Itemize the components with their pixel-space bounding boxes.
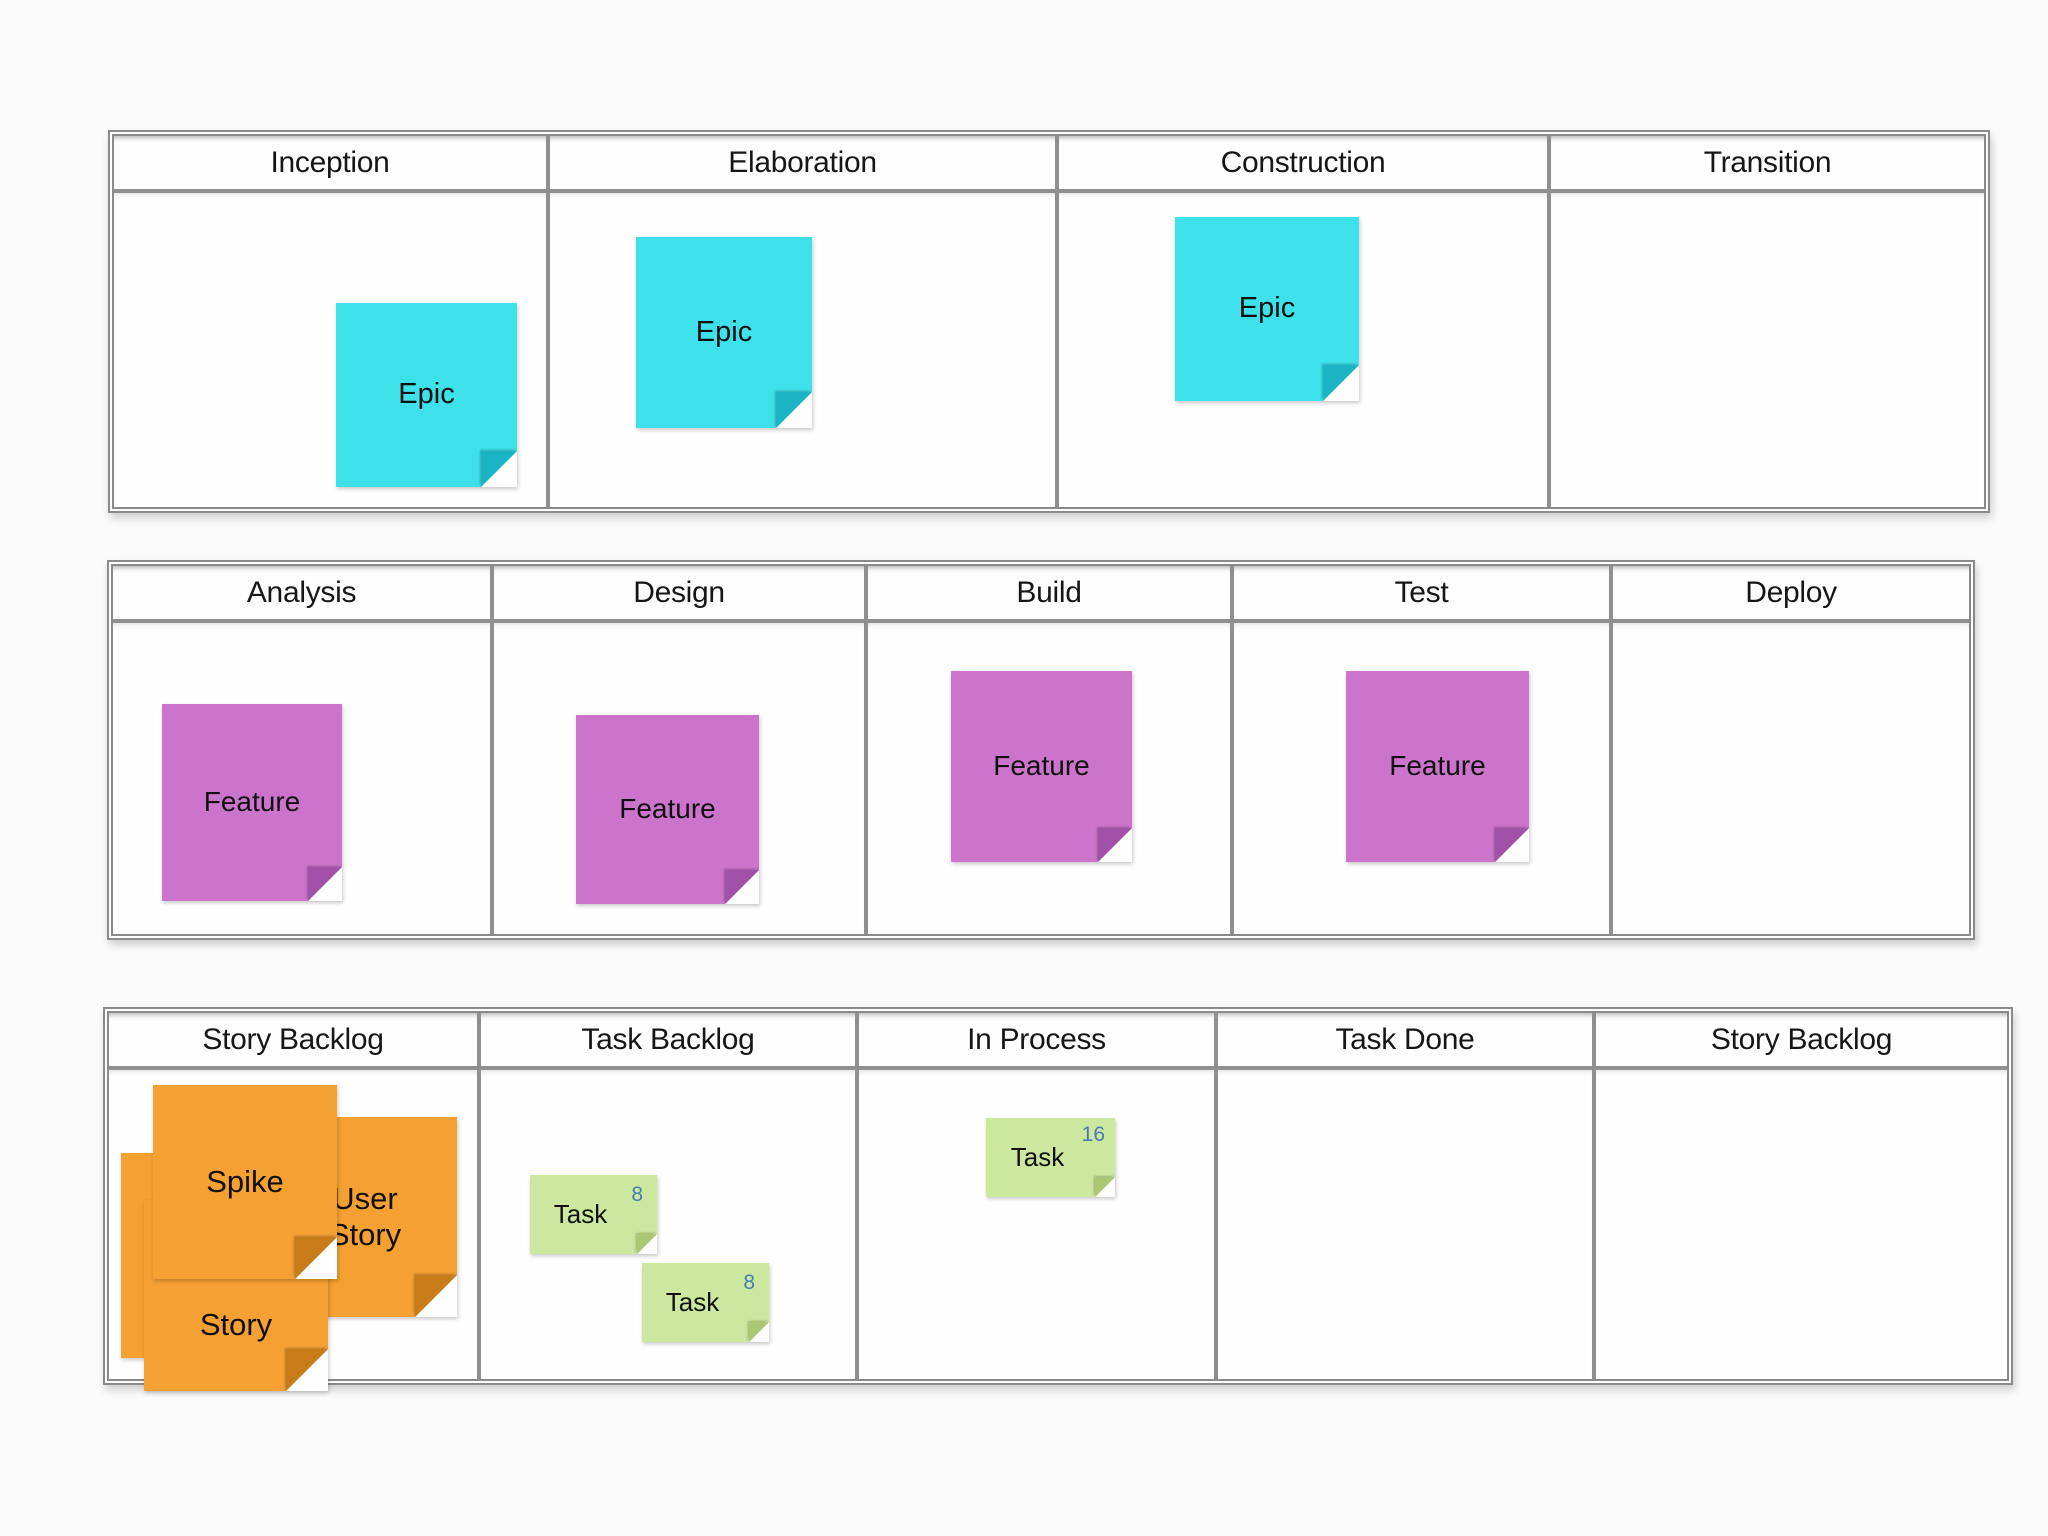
column-transition: Transition xyxy=(1547,136,1984,507)
note-task-backlog-2[interactable]: Task 8 xyxy=(642,1263,769,1342)
note-feature-build[interactable]: Feature xyxy=(951,671,1132,862)
column-header-in-process: In Process xyxy=(859,1013,1214,1070)
board-phases: Inception Elaboration Construction Trans… xyxy=(108,130,1990,513)
task-points-badge: 16 xyxy=(1081,1123,1105,1146)
column-body-story-backlog-right xyxy=(1596,1070,2007,1379)
task-points-badge: 8 xyxy=(631,1183,643,1206)
note-label: Task xyxy=(1010,1141,1065,1172)
task-points-badge: 8 xyxy=(743,1271,755,1294)
note-label: Epic xyxy=(1238,292,1296,325)
column-body-deploy xyxy=(1613,623,1969,934)
note-label: Feature xyxy=(993,750,1090,782)
column-header-story-backlog: Story Backlog xyxy=(109,1013,477,1070)
note-spike[interactable]: Spike xyxy=(153,1085,337,1279)
note-epic-elaboration[interactable]: Epic xyxy=(636,237,812,428)
note-label: Feature xyxy=(1389,750,1486,782)
note-label: Spike xyxy=(206,1164,284,1200)
column-deploy: Deploy xyxy=(1609,566,1969,934)
column-header-construction: Construction xyxy=(1059,136,1547,193)
column-body-in-process xyxy=(859,1070,1214,1379)
note-feature-test[interactable]: Feature xyxy=(1346,671,1529,862)
column-header-design: Design xyxy=(494,566,864,623)
note-label: Task xyxy=(553,1198,608,1229)
board-stages: Analysis Design Build Test Deploy Featur… xyxy=(107,560,1975,940)
note-label: User Story xyxy=(328,1181,402,1252)
note-feature-analysis[interactable]: Feature xyxy=(162,704,342,901)
column-header-build: Build xyxy=(868,566,1230,623)
column-body-transition xyxy=(1551,193,1984,507)
column-header-transition: Transition xyxy=(1551,136,1984,193)
note-label: Task xyxy=(665,1286,720,1317)
note-task-backlog-1[interactable]: Task 8 xyxy=(530,1175,657,1254)
note-label: Feature xyxy=(203,786,301,818)
column-header-deploy: Deploy xyxy=(1613,566,1969,623)
note-epic-construction[interactable]: Epic xyxy=(1175,217,1359,401)
note-label: Epic xyxy=(398,378,455,411)
column-header-task-done: Task Done xyxy=(1218,1013,1592,1070)
column-header-inception: Inception xyxy=(114,136,546,193)
note-label: Story xyxy=(199,1306,273,1342)
column-header-test: Test xyxy=(1234,566,1609,623)
note-label: Epic xyxy=(695,315,753,348)
column-body-task-done xyxy=(1218,1070,1592,1379)
note-task-in-process[interactable]: Task 16 xyxy=(986,1118,1115,1197)
note-label: Feature xyxy=(619,793,716,825)
column-header-story-backlog-right: Story Backlog xyxy=(1596,1013,2007,1070)
column-story-backlog-right: Story Backlog xyxy=(1592,1013,2007,1379)
note-feature-design[interactable]: Feature xyxy=(576,715,759,904)
column-header-analysis: Analysis xyxy=(113,566,490,623)
note-epic-inception[interactable]: Epic xyxy=(336,303,517,487)
column-header-elaboration: Elaboration xyxy=(550,136,1055,193)
board-tasks: Story Backlog Task Backlog In Process Ta… xyxy=(103,1007,2013,1391)
column-task-done: Task Done xyxy=(1214,1013,1592,1379)
column-header-task-backlog: Task Backlog xyxy=(481,1013,855,1070)
